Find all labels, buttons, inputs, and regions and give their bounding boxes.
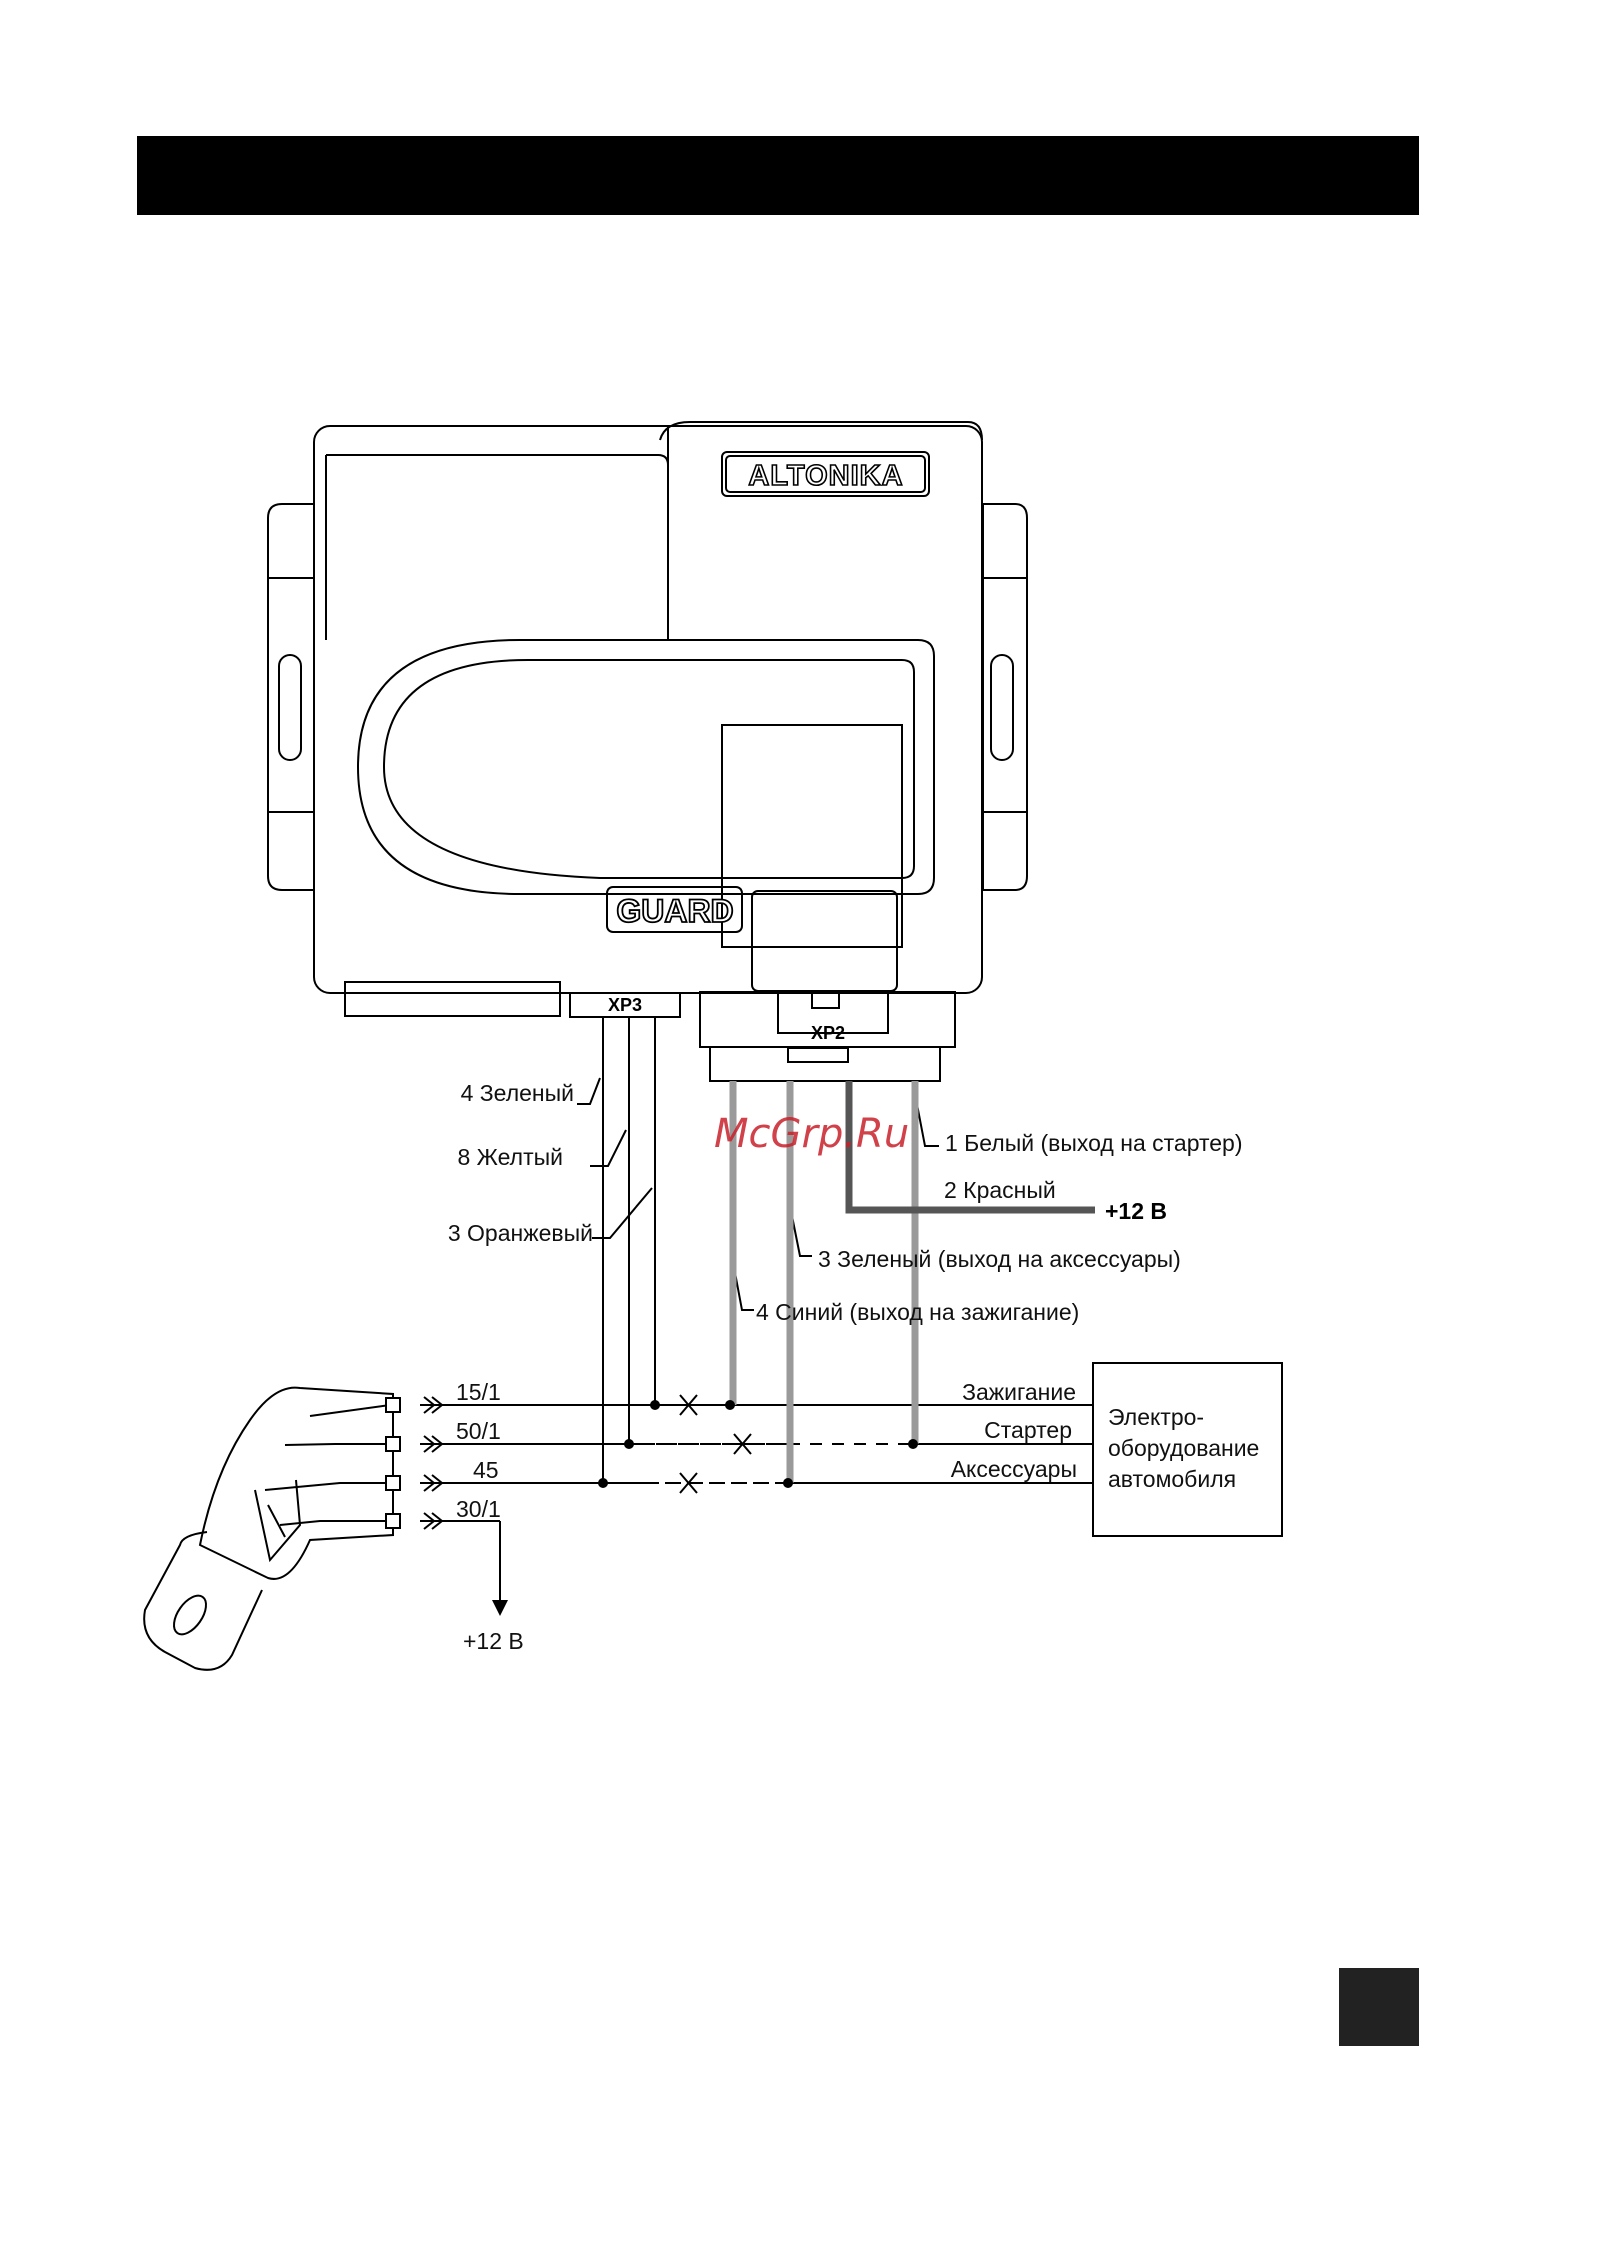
vehicle-box-line2: оборудование bbox=[1108, 1435, 1259, 1461]
supply-arrow-icon bbox=[492, 1600, 508, 1616]
junction-dots bbox=[598, 1400, 918, 1488]
xp3-wire-label-yellow: 8 Желтый bbox=[458, 1144, 564, 1170]
xp3-wire-label-orange: 3 Оранжевый bbox=[448, 1220, 593, 1246]
red-wire-supply-label: +12 В bbox=[1105, 1198, 1167, 1224]
ignition-switch bbox=[143, 1386, 394, 1671]
terminal-50-1-label: 50/1 bbox=[456, 1418, 501, 1444]
circuit-starter-label: Стартер bbox=[984, 1417, 1072, 1443]
xp2-wire-label-green: 3 Зеленый (выход на аксессуары) bbox=[818, 1246, 1181, 1272]
control-unit-body bbox=[313, 421, 983, 1017]
terminal-45-label: 45 bbox=[473, 1457, 499, 1483]
xp3-housing bbox=[569, 992, 681, 1018]
xp2-wire-label-white: 1 Белый (выход на стартер) bbox=[945, 1130, 1243, 1156]
xp3-label: XP3 bbox=[608, 995, 642, 1015]
terminal-15-1-label: 15/1 bbox=[456, 1379, 501, 1405]
altonika-logo: ALTONIKA bbox=[748, 460, 903, 492]
xp2-housing bbox=[699, 890, 956, 1082]
xp3-wires bbox=[577, 1017, 656, 1483]
circuit-accessories-label: Аксессуары bbox=[951, 1456, 1077, 1482]
xp2-wire-label-blue: 4 Синий (выход на зажигание) bbox=[756, 1299, 1079, 1325]
right-mounting-bracket bbox=[982, 503, 1028, 891]
xp2-wires bbox=[729, 1081, 1095, 1483]
vehicle-box-line3: автомобиля bbox=[1108, 1466, 1236, 1492]
guard-logo: GUARD bbox=[616, 893, 733, 929]
switch-terminals bbox=[385, 1397, 401, 1529]
left-mounting-bracket bbox=[267, 503, 315, 891]
watermark-text: McGrp.Ru bbox=[714, 1111, 909, 1157]
xp2-wire-label-red: 2 Красный bbox=[944, 1177, 1056, 1203]
terminal-30-1-label: 30/1 bbox=[456, 1496, 501, 1522]
xp3-wire-label-green: 4 Зеленый bbox=[461, 1080, 574, 1106]
xp2-label: XP2 bbox=[811, 1023, 845, 1043]
guard-logo-plate bbox=[606, 886, 743, 933]
vehicle-electrical-box bbox=[1092, 1362, 1283, 1537]
vehicle-box-line1: Электро- bbox=[1108, 1404, 1204, 1430]
wire-xp2-2-red bbox=[845, 1081, 1095, 1214]
switch-connector-chevrons bbox=[423, 1396, 444, 1530]
guard-display-panel bbox=[356, 639, 935, 895]
page-number-tab bbox=[1339, 1968, 1419, 2046]
altonika-logo-plate bbox=[721, 451, 930, 497]
circuit-ignition-label: Зажигание bbox=[962, 1379, 1076, 1405]
switch-supply-label: +12 В bbox=[463, 1628, 524, 1654]
header-bar bbox=[137, 136, 1419, 215]
